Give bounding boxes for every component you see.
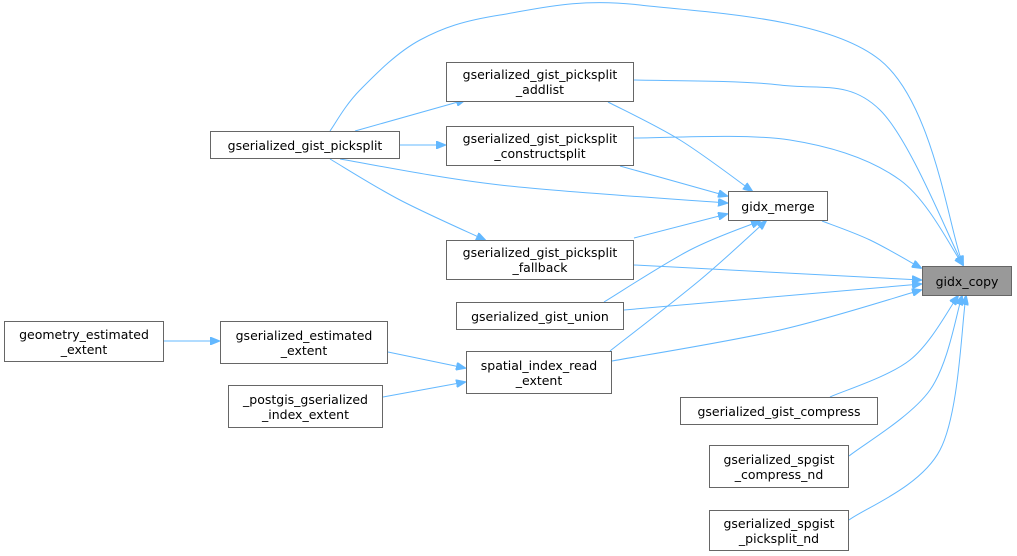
node-postgis-index-extent[interactable]: _postgis_gserialized _index_extent — [228, 385, 383, 428]
node-gist-union[interactable]: gserialized_gist_union — [456, 302, 624, 330]
node-picksplit-fallback[interactable]: gserialized_gist_picksplit _fallback — [446, 240, 634, 280]
edge-gist_union-to-gidx_merge — [603, 221, 760, 303]
edge-postgis_index_extent-to-spatial_index_read_extent — [382, 382, 465, 398]
edge-gist_union-to-gidx_copy — [623, 284, 921, 311]
edge-picksplit_fallback-to-gidx_merge — [633, 214, 727, 239]
node-gist-picksplit[interactable]: gserialized_gist_picksplit — [210, 131, 400, 159]
edge-spgist_picksplit_nd-to-gidx_copy — [848, 296, 966, 521]
node-picksplit-constructsplit[interactable]: gserialized_gist_picksplit _constructspl… — [446, 126, 634, 166]
edge-spatial_index_read_extent-to-gidx_merge — [609, 221, 766, 352]
node-estimated-extent[interactable]: gserialized_estimated _extent — [220, 321, 388, 364]
edge-picksplit_fallback-to-gidx_copy — [633, 264, 921, 280]
edge-estimated_extent-to-spatial_index_read_extent — [387, 351, 465, 368]
edge-picksplit_constructsplit-to-gidx_merge — [619, 165, 727, 196]
node-gidx-merge[interactable]: gidx_merge — [728, 191, 828, 221]
edge-gist_compress-to-gidx_copy — [829, 296, 958, 398]
edge-spatial_index_read_extent-to-gidx_copy — [611, 290, 921, 362]
node-spgist-picksplit-nd[interactable]: gserialized_spgist _picksplit_nd — [709, 510, 849, 551]
edge-picksplit_addlist-to-gidx_copy — [633, 79, 963, 265]
node-gist-compress[interactable]: gserialized_gist_compress — [680, 397, 878, 425]
edge-gist_picksplit-to-picksplit_fallback — [329, 158, 485, 240]
node-spatial-index-read-extent[interactable]: spatial_index_read _extent — [466, 351, 612, 394]
edge-picksplit_addlist-to-gidx_merge — [607, 101, 752, 191]
edge-spgist_compress_nd-to-gidx_copy — [848, 296, 962, 457]
edge-gist_picksplit-to-picksplit_addlist — [354, 100, 465, 132]
edge-gidx_merge-to-gidx_copy — [821, 220, 921, 268]
edge-picksplit_constructsplit-to-gidx_copy — [633, 135, 963, 265]
node-spgist-compress-nd[interactable]: gserialized_spgist _compress_nd — [709, 445, 849, 488]
node-gidx-copy[interactable]: gidx_copy — [922, 266, 1012, 296]
node-picksplit-addlist[interactable]: gserialized_gist_picksplit _addlist — [446, 62, 634, 102]
edge-gist_picksplit-to-gidx_copy — [329, 2, 963, 265]
node-geometry-estimated-extent[interactable]: geometry_estimated _extent — [4, 321, 164, 362]
edge-gist_picksplit-to-gidx_merge — [339, 158, 727, 203]
